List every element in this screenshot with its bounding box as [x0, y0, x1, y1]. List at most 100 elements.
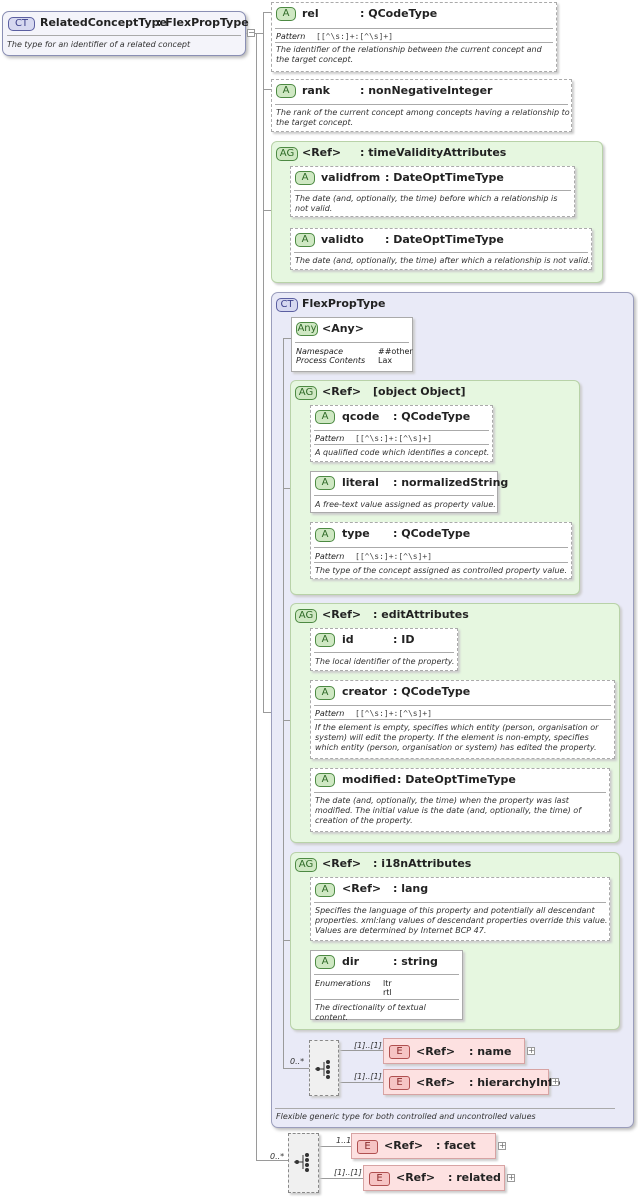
- complex-type-badge: CT: [8, 17, 35, 31]
- attribute-name: modified: [342, 773, 397, 786]
- divider: [314, 430, 489, 431]
- attribute-name: dir: [342, 955, 360, 968]
- attribute-badge: A: [315, 528, 335, 542]
- connector-line: [283, 940, 291, 941]
- divider: [275, 28, 553, 29]
- process-contents-label: Process Contents: [296, 356, 366, 365]
- pattern-label: Pattern: [315, 552, 345, 561]
- attribute-name: rank: [302, 84, 330, 97]
- attribute-type: : QCodeType: [393, 410, 471, 423]
- attribute-creator[interactable]: A creator : QCodeType Pattern [[^\s:]+:[…: [310, 680, 615, 759]
- attribute-description: The date (and, optionally, the time) bef…: [295, 194, 558, 213]
- attribute-type: : normalizedString: [393, 476, 509, 489]
- sequence-icon: [294, 1153, 309, 1172]
- element-ref: <Ref>: [384, 1139, 424, 1152]
- attribute-type: : ID: [393, 633, 415, 646]
- attribute-name: <Ref>: [342, 882, 382, 895]
- attribute-group-badge: AG: [276, 147, 298, 161]
- complex-type-badge: CT: [276, 298, 298, 312]
- connector-line: [319, 1146, 351, 1147]
- element-hierarchyinfo[interactable]: E <Ref> : hierarchyInfo: [383, 1069, 560, 1095]
- pattern-label: Pattern: [315, 709, 345, 718]
- element-name[interactable]: E <Ref> : name: [383, 1038, 525, 1064]
- connector-line: [263, 712, 271, 713]
- attribute-lang[interactable]: A <Ref> : lang Specifies the language of…: [310, 877, 610, 941]
- attribute-rank[interactable]: A rank : nonNegativeInteger The rank of …: [271, 79, 572, 132]
- connector-line: [283, 338, 291, 339]
- attribute-type: : string: [393, 955, 438, 968]
- divider: [314, 547, 568, 548]
- attribute-type: : nonNegativeInteger: [360, 84, 493, 97]
- divider: [314, 652, 454, 653]
- connector-line: [256, 1160, 288, 1161]
- sequence-compositor[interactable]: [309, 1040, 339, 1096]
- connector-line: [339, 1050, 383, 1051]
- attribute-type[interactable]: A type : QCodeType Pattern [[^\s:]+:[^\s…: [310, 522, 572, 579]
- attribute-modified[interactable]: A modified : DateOptTimeType The date (a…: [310, 768, 610, 832]
- element-cardinality: [1]..[1]: [334, 1168, 362, 1177]
- attribute-badge: A: [315, 773, 335, 787]
- attribute-name: id: [342, 633, 354, 646]
- attribute-rel[interactable]: A rel : QCodeType Pattern [[^\s:]+:[^\s]…: [271, 2, 557, 72]
- expand-icon[interactable]: +: [507, 1173, 515, 1182]
- element-type: : related: [448, 1171, 501, 1184]
- attribute-group-name: : i18nAttributes: [373, 857, 472, 870]
- divider: [314, 974, 459, 975]
- attribute-badge: A: [315, 883, 335, 897]
- attribute-literal[interactable]: A literal : normalizedString A free-text…: [310, 471, 508, 513]
- divider: [314, 902, 606, 903]
- attribute-description: The date (and, optionally, the time) aft…: [295, 256, 591, 265]
- element-related[interactable]: E <Ref> : related: [363, 1165, 505, 1191]
- element-cardinality: 1..1: [336, 1136, 352, 1145]
- attribute-badge: A: [276, 84, 296, 98]
- element-badge: E: [389, 1045, 410, 1059]
- attribute-badge: A: [315, 955, 335, 969]
- root-type-name: RelatedConceptType: [40, 16, 167, 29]
- attribute-description: A free-text value assigned as property v…: [315, 500, 496, 509]
- attribute-validfrom[interactable]: A validfrom : DateOptTimeType The date (…: [290, 166, 575, 217]
- connector-line: [319, 1178, 363, 1179]
- root-type-box[interactable]: CT RelatedConceptType : FlexPropType The…: [2, 11, 249, 56]
- expand-icon[interactable]: +: [551, 1077, 559, 1086]
- sequence-icon: [315, 1060, 330, 1079]
- attribute-dir[interactable]: A dir : string Enumerations ltr rtl The …: [310, 950, 463, 1022]
- attribute-type: : DateOptTimeType: [385, 171, 504, 184]
- attribute-description: The date (and, optionally, the time) whe…: [315, 796, 582, 825]
- divider: [294, 252, 588, 253]
- attribute-type: : QCodeType: [393, 685, 471, 698]
- sequence-compositor[interactable]: [288, 1133, 319, 1193]
- element-cardinality: [1]..[1]: [354, 1072, 382, 1081]
- attribute-description: The identifier of the relationship betwe…: [276, 45, 542, 64]
- attribute-type: : DateOptTimeType: [397, 773, 516, 786]
- pattern-value: [[^\s:]+:[^\s]+]: [355, 552, 433, 561]
- divider: [295, 342, 409, 343]
- element-badge: E: [389, 1076, 410, 1090]
- any-element-box[interactable]: Any <Any> Namespace ##other Process Cont…: [291, 317, 413, 372]
- attribute-description: The type of the concept assigned as cont…: [315, 566, 567, 575]
- divider: [314, 705, 611, 706]
- connector-line: [283, 488, 291, 489]
- expand-icon[interactable]: +: [498, 1141, 506, 1150]
- enumeration-value: ltr: [383, 979, 392, 988]
- sequence-cardinality: 0..*: [270, 1152, 285, 1161]
- pattern-label: Pattern: [315, 434, 345, 443]
- attribute-qcode[interactable]: A qcode : QCodeType Pattern [[^\s:]+:[^\…: [310, 405, 493, 462]
- attribute-group-name: : timeValidityAttributes: [360, 146, 507, 159]
- complex-type-name: FlexPropType: [302, 297, 386, 310]
- connector-line: [256, 33, 263, 34]
- attribute-id[interactable]: A id : ID The local identifier of the pr…: [310, 628, 458, 671]
- expand-icon[interactable]: +: [527, 1046, 535, 1055]
- attribute-name: creator: [342, 685, 388, 698]
- collapse-toggle-icon[interactable]: −: [247, 28, 255, 37]
- attribute-group-name: [object Object]: [373, 385, 466, 398]
- attribute-group-ref: <Ref>: [322, 385, 362, 398]
- element-facet[interactable]: E <Ref> : facet: [351, 1133, 496, 1159]
- attribute-name: rel: [302, 7, 319, 20]
- connector-line: [283, 720, 291, 721]
- divider: [294, 190, 571, 191]
- attribute-group-badge: AG: [295, 386, 317, 400]
- attribute-validto[interactable]: A validto : DateOptTimeType The date (an…: [290, 228, 592, 270]
- divider: [314, 495, 494, 496]
- attribute-type: : QCodeType: [360, 7, 438, 20]
- connector-line: [283, 338, 284, 1068]
